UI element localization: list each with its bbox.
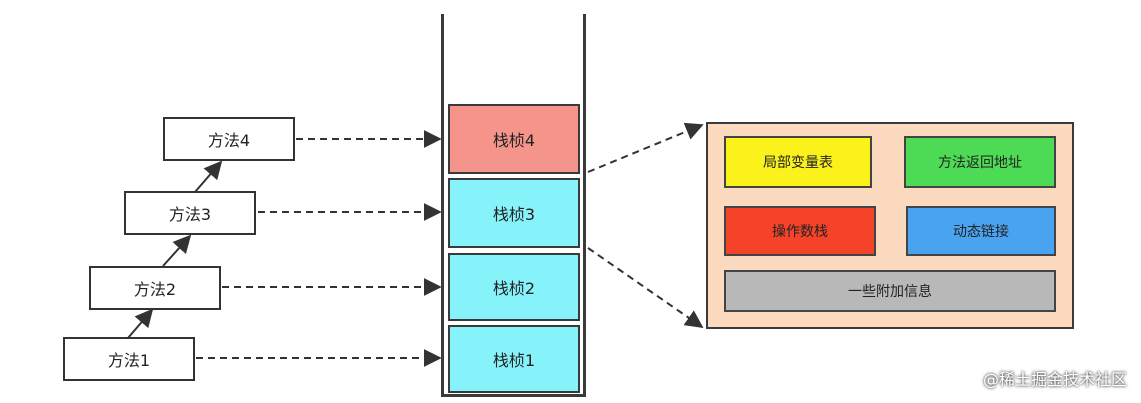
method-label: 方法1 <box>107 351 151 370</box>
detail-label: 局部变量表 <box>763 155 833 171</box>
local-variable-table: 局部变量表 <box>724 136 872 188</box>
call-arrow-1-2 <box>127 308 154 339</box>
stack-right-wall <box>583 14 586 397</box>
frame-label: 栈桢4 <box>492 131 536 150</box>
method-box-2: 方法2 <box>89 266 221 310</box>
call-arrow-3-4 <box>194 160 223 193</box>
method-label: 方法2 <box>133 280 177 299</box>
method-box-1: 方法1 <box>63 337 195 381</box>
detail-label: 动态链接 <box>953 224 1009 240</box>
stack-frame-3: 栈桢3 <box>448 178 580 248</box>
dashed-arrow-detail-top <box>587 122 704 173</box>
method-label: 方法3 <box>168 205 212 224</box>
stack-bottom-wall <box>441 394 586 397</box>
call-arrow-2-3 <box>162 234 192 267</box>
method-label: 方法4 <box>207 131 251 150</box>
frame-detail-panel: 局部变量表 方法返回地址 操作数栈 动态链接 一些附加信息 <box>706 122 1074 329</box>
detail-label: 操作数栈 <box>772 224 828 240</box>
detail-label: 一些附加信息 <box>848 284 932 300</box>
dynamic-linking: 动态链接 <box>906 206 1056 256</box>
method-box-3: 方法3 <box>124 191 256 235</box>
frame-label: 栈桢2 <box>492 279 536 298</box>
frame-label: 栈桢1 <box>492 351 536 370</box>
return-address: 方法返回地址 <box>904 136 1056 188</box>
frame-label: 栈桢3 <box>492 205 536 224</box>
stack-frame-4: 栈桢4 <box>448 104 580 174</box>
stack-left-wall <box>441 14 444 397</box>
detail-label: 方法返回地址 <box>938 155 1022 171</box>
method-box-4: 方法4 <box>163 117 295 161</box>
stack-frame-1: 栈桢1 <box>448 325 580 393</box>
dashed-arrow-detail-bottom <box>587 247 704 329</box>
operand-stack: 操作数栈 <box>724 206 876 256</box>
stack-frame-2: 栈桢2 <box>448 253 580 321</box>
watermark-text: @稀土掘金技术社区 <box>982 370 1127 389</box>
additional-info: 一些附加信息 <box>724 270 1056 312</box>
